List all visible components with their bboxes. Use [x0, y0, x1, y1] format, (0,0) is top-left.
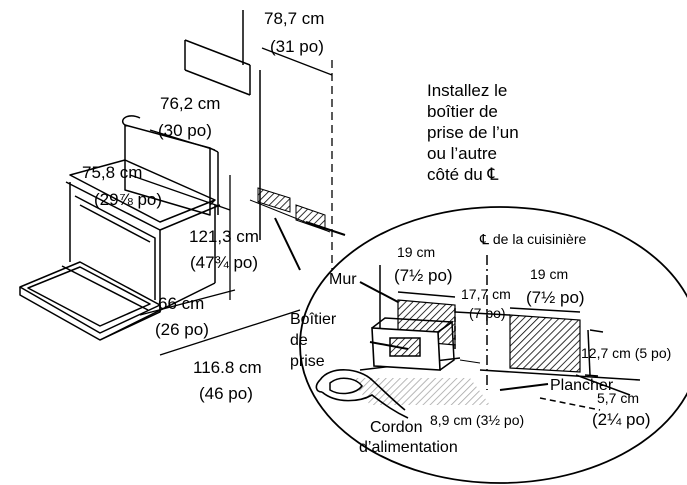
- outlet-box-label-2: de: [290, 332, 308, 349]
- detail-19cm-right: 19 cm: [530, 266, 569, 282]
- dimension-depth-cm: 78,7 cm: [264, 9, 325, 28]
- detail-7in: (7 po): [469, 305, 506, 321]
- power-cord-label-2: d’alimentation: [359, 439, 458, 456]
- dimension-26in: (26 po): [155, 320, 209, 339]
- outlet-box-label-1: Boîtier: [290, 311, 337, 328]
- install-note-line-1: Installez le: [427, 81, 508, 100]
- dimension-cooktop-in: (29⅞ po): [94, 190, 163, 209]
- dimension-cooktop-cm: 75,8 cm: [82, 163, 143, 182]
- dimension-lines: [129, 47, 333, 356]
- install-note-line-5: côté du ℄: [427, 165, 499, 184]
- dimension-width-cm: 76,2 cm: [160, 94, 221, 113]
- floor-label: Plancher: [550, 377, 614, 394]
- install-note: Installez le boîtier de prise de l’un ou…: [427, 80, 519, 185]
- dimension-height-cm: 121,3 cm: [189, 227, 259, 246]
- centerline-label: ℄ de la cuisinière: [480, 231, 587, 247]
- power-cord-label-1: Cordon: [370, 419, 423, 436]
- install-note-line-4: ou l’autre: [427, 144, 497, 163]
- detail-127cm: 12,7 cm (5 po): [581, 345, 672, 361]
- detail-19cm-left: 19 cm: [397, 244, 436, 260]
- detail-225in: (2¼ po): [592, 410, 651, 429]
- detail-75in-left: (7½ po): [394, 266, 453, 285]
- dimension-width-in: (30 po): [158, 121, 212, 140]
- range-drawing: [19, 10, 261, 341]
- outlet-box-label-3: prise: [290, 353, 325, 370]
- install-note-line-3: prise de l’un: [427, 123, 519, 142]
- dimension-height-in: (47¾ po): [190, 253, 259, 272]
- dimension-door-open-cm: 116.8 cm: [193, 358, 262, 377]
- install-note-line-2: boîtier de: [427, 102, 498, 121]
- pointer-arrows: [274, 217, 346, 271]
- detail-89cm: 8,9 cm (3½ po): [430, 412, 525, 428]
- detail-drawing: [315, 255, 641, 419]
- detail-circle: [299, 206, 687, 484]
- detail-75in-right: (7½ po): [526, 288, 585, 307]
- wall-corner-lines: [584, 329, 604, 377]
- detail-57cm: 5,7 cm: [597, 390, 640, 406]
- dimension-depth-in: (31 po): [270, 37, 324, 56]
- detail-177cm: 17,7 cm: [461, 286, 511, 302]
- dimension-door-open-in: (46 po): [199, 384, 253, 403]
- wall-label: Mur: [329, 271, 357, 288]
- outlet-area-small: [249, 187, 331, 233]
- dimension-66cm: 66 cm: [158, 294, 205, 313]
